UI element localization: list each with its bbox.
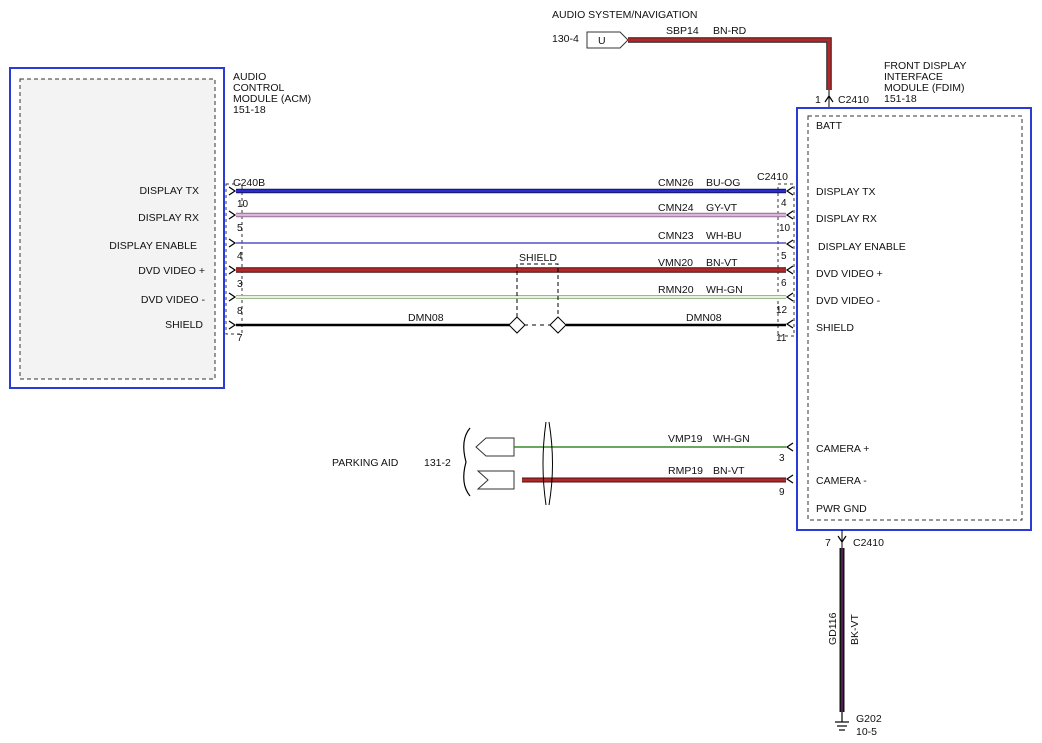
acm-name-line-1: AUDIO bbox=[233, 71, 266, 83]
fdim-pin-label-display-tx: DISPLAY TX bbox=[816, 186, 876, 198]
fdim-pin-label-camera-minus: CAMERA - bbox=[816, 475, 867, 487]
fdim-pin-arrows bbox=[785, 186, 794, 484]
wire-sbp14-circuit: SBP14 bbox=[666, 25, 699, 37]
wire-vmn20-circuit: VMN20 bbox=[658, 257, 693, 269]
acm-pin-number: 3 bbox=[237, 279, 243, 290]
ground-name: G202 bbox=[856, 713, 882, 725]
fdim-name-line-3: MODULE (FDIM) bbox=[884, 82, 965, 94]
acm-connector-id: C240B bbox=[233, 177, 265, 189]
wire-vmp19-circuit: VMP19 bbox=[668, 433, 703, 445]
fdim-pwr-gnd-label: PWR GND bbox=[816, 503, 867, 515]
ground-symbol bbox=[835, 712, 849, 731]
acm-pin-number: 7 bbox=[237, 333, 243, 344]
acm-pin-label-dvd-video-minus: DVD VIDEO - bbox=[141, 294, 206, 306]
fdim-name-line-4: 151-18 bbox=[884, 93, 917, 105]
shield-splice-left bbox=[508, 316, 526, 334]
camera-plus-connector bbox=[475, 437, 515, 457]
acm-pin-arrows bbox=[228, 186, 237, 330]
batt-pin-number: 1 bbox=[815, 94, 821, 106]
wire-cmn24-circuit: CMN24 bbox=[658, 202, 694, 214]
wire-cmn24-color-code: GY-VT bbox=[706, 202, 738, 214]
wire-vmp19-color-code: WH-GN bbox=[713, 433, 750, 445]
fdim-pin-number: 10 bbox=[779, 223, 791, 234]
fdim-pin-number: 4 bbox=[781, 198, 787, 209]
acm-pin-label-display-rx: DISPLAY RX bbox=[138, 212, 199, 224]
acm-pin-number: 8 bbox=[237, 306, 243, 317]
wire-sbp14 bbox=[628, 37, 832, 90]
fdim-pin-number: 12 bbox=[776, 305, 788, 316]
wire-cmn23-circuit: CMN23 bbox=[658, 230, 694, 242]
fdim-pin-number: 3 bbox=[779, 453, 785, 464]
fdim-pin-label-shield: SHIELD bbox=[816, 322, 854, 334]
fdim-module-inner bbox=[807, 115, 1023, 521]
pwr-gnd-pin-number: 7 bbox=[825, 537, 831, 549]
pwr-gnd-connector-id: C2410 bbox=[853, 537, 884, 549]
acm-pin-label-display-tx: DISPLAY TX bbox=[139, 185, 199, 197]
wire-vmn20-color-code: BN-VT bbox=[706, 257, 738, 269]
fdim-pin-label-display-enable: DISPLAY ENABLE bbox=[818, 241, 906, 253]
wire-sbp14-color-code: BN-RD bbox=[713, 25, 747, 37]
acm-name-line-2: CONTROL bbox=[233, 82, 284, 94]
audio-nav-label: AUDIO SYSTEM/NAVIGATION bbox=[552, 9, 697, 21]
acm-connector-dashes bbox=[225, 183, 243, 335]
wire-rmp19-circuit: RMP19 bbox=[668, 465, 703, 477]
parking-aid-ref: 131-2 bbox=[424, 457, 451, 469]
fdim-name-line-2: INTERFACE bbox=[884, 71, 943, 83]
fdim-batt-label: BATT bbox=[816, 120, 843, 132]
acm-name-line-3: MODULE (ACM) bbox=[233, 93, 311, 105]
wire-dmn08-left-circuit: DMN08 bbox=[408, 312, 444, 324]
acm-name-line-4: 151-18 bbox=[233, 104, 266, 116]
wire-dmn08-right-circuit: DMN08 bbox=[686, 312, 722, 324]
fdim-pin-number: 9 bbox=[779, 487, 785, 498]
parking-aid-brace bbox=[463, 427, 471, 497]
acm-pin-label-display-enable: DISPLAY ENABLE bbox=[109, 240, 197, 252]
fdim-pin-label-dvd-video-plus: DVD VIDEO + bbox=[816, 268, 883, 280]
audio-nav-connector-label: U bbox=[598, 35, 606, 47]
acm-pin-label-shield: SHIELD bbox=[165, 319, 203, 331]
parking-aid-label: PARKING AID bbox=[332, 457, 399, 469]
fdim-pin-label-display-rx: DISPLAY RX bbox=[816, 213, 877, 225]
wire-rmp19-color-code: BN-VT bbox=[713, 465, 745, 477]
batt-connector-id: C2410 bbox=[838, 94, 869, 106]
wire-rmn20-circuit: RMN20 bbox=[658, 284, 694, 296]
fdim-pin-label-dvd-video-minus: DVD VIDEO - bbox=[816, 295, 881, 307]
fdim-name-line-1: FRONT DISPLAY bbox=[884, 60, 966, 72]
wire-cmn26-color-code: BU-OG bbox=[706, 177, 740, 189]
shield-label: SHIELD bbox=[519, 252, 557, 264]
wire-rmn20-color-code: WH-GN bbox=[706, 284, 743, 296]
wire-cmn23-color-code: WH-BU bbox=[706, 230, 742, 242]
audio-nav-ref: 130-4 bbox=[552, 33, 579, 45]
camera-minus-connector bbox=[476, 470, 515, 490]
acm-pin-label-dvd-video-plus: DVD VIDEO + bbox=[138, 265, 205, 277]
fdim-pin-number: 6 bbox=[781, 278, 787, 289]
fdim-connector-id: C2410 bbox=[757, 171, 788, 183]
wire-sbp14-color bbox=[628, 38, 831, 90]
fdim-connector-dashes bbox=[777, 183, 795, 337]
fdim-pin-number: 5 bbox=[781, 251, 787, 262]
acm-pin-number: 4 bbox=[237, 251, 243, 262]
ground-ref: 10-5 bbox=[856, 726, 877, 738]
acm-pin-number: 5 bbox=[237, 223, 243, 234]
wire-cmn26-circuit: CMN26 bbox=[658, 177, 694, 189]
camera-twist-symbol bbox=[542, 421, 553, 506]
shield-bracket bbox=[516, 263, 559, 317]
shield-splice-right bbox=[549, 316, 567, 334]
fdim-pin-label-camera-plus: CAMERA + bbox=[816, 443, 869, 455]
wire-gd116-color-code: BK-VT bbox=[849, 613, 861, 645]
audio-nav-connector-symbol bbox=[586, 31, 629, 49]
wire-gd116-circuit: GD116 bbox=[827, 612, 839, 645]
acm-module-inner bbox=[19, 78, 216, 380]
fdim-pin-number: 11 bbox=[776, 333, 787, 344]
acm-pin-number: 10 bbox=[237, 199, 249, 210]
